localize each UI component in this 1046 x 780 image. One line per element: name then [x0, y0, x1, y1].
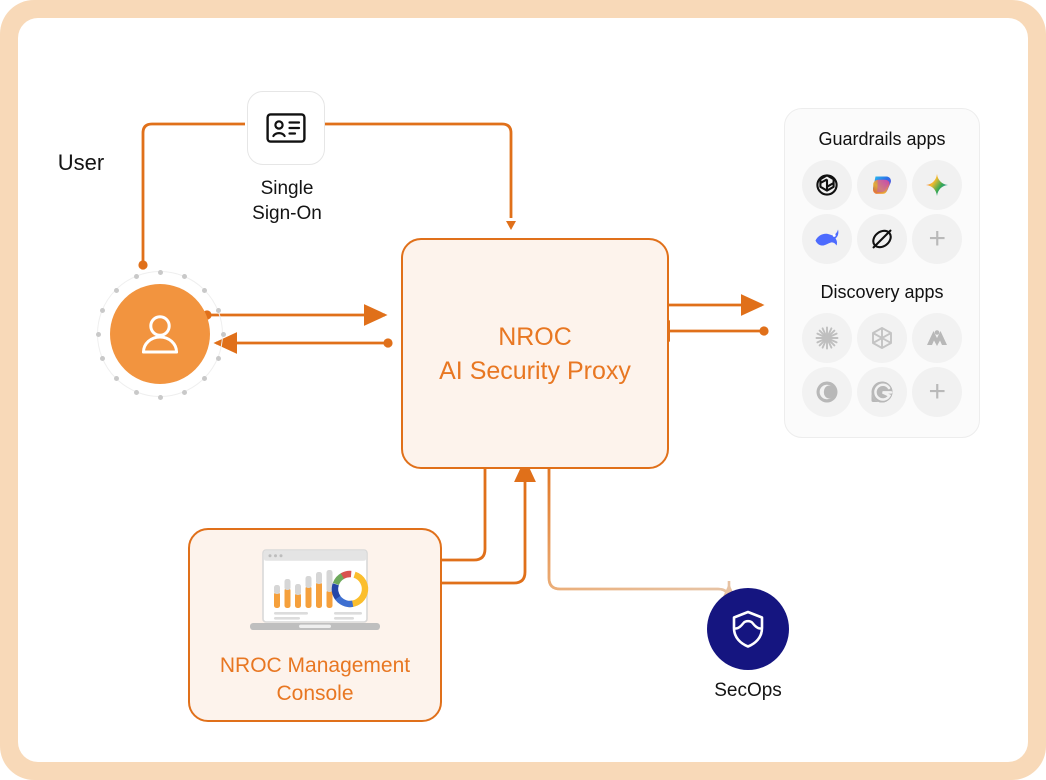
secops-label: SecOps: [714, 680, 782, 701]
laptop-dashboard-icon: [250, 549, 380, 630]
sso-label-line2: Sign-On: [252, 203, 322, 224]
user-ring-dot: [158, 394, 163, 400]
user-ring-dot: [181, 389, 187, 395]
guardrails-apps-heading: Guardrails apps: [818, 129, 946, 149]
openai-app-button[interactable]: [801, 160, 852, 210]
secops-node[interactable]: SecOps: [707, 588, 789, 702]
user-ring-dot: [113, 287, 119, 293]
openai-icon: [816, 174, 838, 196]
plus-icon: +: [928, 375, 947, 408]
user-ring-dot: [134, 274, 140, 280]
perplexity-app-button[interactable]: [856, 214, 907, 264]
id-card-icon: [266, 113, 306, 143]
user-ring-dot: [215, 308, 221, 314]
claude-app-button[interactable]: [801, 313, 852, 363]
user-ring-dot: [202, 376, 208, 382]
user-label: User: [57, 150, 105, 175]
discovery-apps-heading: Discovery apps: [820, 282, 944, 302]
console-title-line1: NROC Management: [219, 654, 411, 677]
proxy-title-line2: AI Security Proxy: [439, 356, 631, 385]
user-ring-dot: [215, 355, 221, 361]
plus-icon: +: [928, 222, 947, 255]
microsoft-copilot-icon: [872, 176, 891, 194]
guardrails-apps-grid: +: [799, 160, 965, 264]
deepseek-app-button[interactable]: [801, 214, 852, 264]
secops-avatar: [707, 588, 789, 670]
single-sign-on-node[interactable]: [247, 91, 325, 165]
user-ring-dot: [220, 332, 226, 337]
google-gemini-app-button[interactable]: [912, 160, 963, 210]
user-ring-dot: [113, 376, 119, 382]
deepseek-icon: [815, 229, 839, 246]
user-ring-dot: [100, 308, 106, 314]
add-discovery-app-button[interactable]: +: [912, 367, 963, 417]
midjourney-app-button[interactable]: [856, 313, 907, 363]
user-node[interactable]: [95, 269, 226, 400]
user-ring-dot: [202, 287, 208, 293]
nroc-ai-security-proxy-node[interactable]: NROC AI Security Proxy: [401, 238, 669, 469]
shield-icon: [732, 610, 764, 648]
google-gemini-icon: [926, 174, 949, 196]
microsoft-copilot-app-button[interactable]: [856, 160, 907, 210]
user-avatar: [110, 284, 210, 384]
apps-panel: Guardrails apps: [784, 108, 980, 438]
anthropic-app-button[interactable]: [912, 313, 963, 363]
diagram-canvas: User Single Sign-On NROC AI Security Pro…: [18, 18, 1028, 762]
discovery-apps-grid: +: [799, 313, 965, 417]
user-ring: [95, 269, 226, 400]
perplexity-icon: [872, 229, 892, 249]
console-title: NROC Management Console: [220, 652, 410, 708]
proxy-title-line1: NROC: [498, 322, 572, 351]
user-ring-dot: [100, 355, 106, 361]
grammarly-app-button[interactable]: [856, 367, 907, 417]
user-person-icon: [142, 315, 178, 354]
anthropic-icon: [927, 330, 948, 346]
nroc-management-console-node[interactable]: NROC Management Console: [188, 528, 442, 722]
wire-proxy-to-user: [213, 332, 393, 354]
claude-icon: [815, 326, 839, 350]
user-ring-dot: [158, 269, 163, 275]
sso-label-line1: Single: [260, 178, 314, 199]
add-guardrail-app-button[interactable]: +: [912, 214, 963, 264]
user-ring-dot: [134, 389, 140, 395]
proxy-title: NROC AI Security Proxy: [439, 320, 631, 388]
wire-user-to-proxy: [202, 304, 388, 326]
midjourney-icon: [872, 327, 892, 349]
cohere-app-button[interactable]: [801, 367, 852, 417]
cohere-icon: [816, 381, 838, 403]
console-title-line2: Console: [276, 682, 354, 705]
grammarly-icon: [871, 381, 893, 403]
user-ring-dot: [95, 332, 101, 337]
user-ring-dot: [181, 274, 187, 280]
single-sign-on-label: Single Sign-On: [211, 176, 363, 226]
